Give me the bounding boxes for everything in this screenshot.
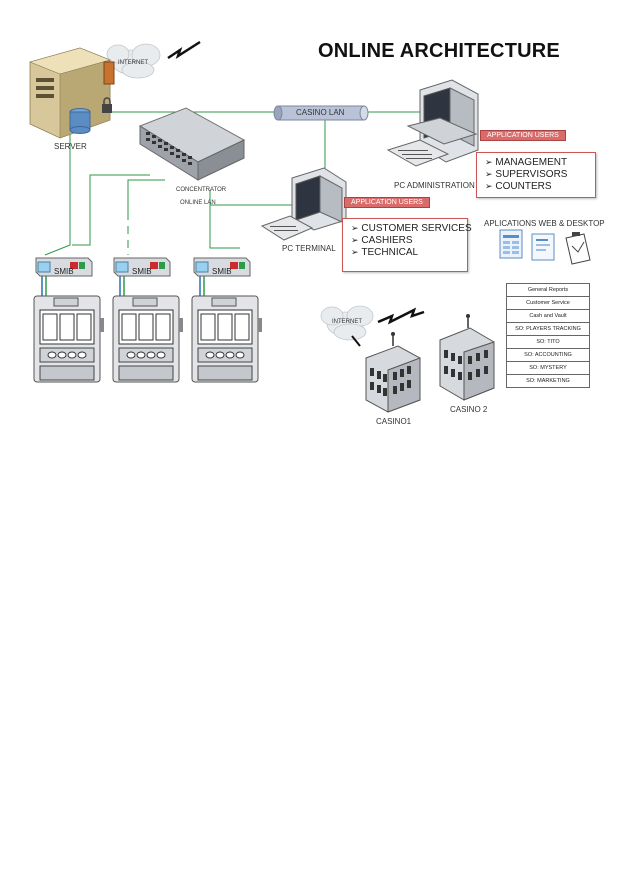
- smib-label: SMIB: [212, 267, 232, 276]
- concentrator-smib3-line: [209, 190, 240, 249]
- terminal-user-item: CUSTOMER SERVICES: [351, 223, 471, 235]
- pc-terminal-icon: [260, 167, 347, 241]
- concentrator-smib2-line: [127, 179, 165, 212]
- report-item: General Reports: [506, 283, 590, 297]
- admin-user-item: MANAGEMENT: [485, 157, 587, 169]
- concentrator-smib1-line: [72, 174, 150, 246]
- terminal-application-users-tab: APPLICATION USERS: [344, 197, 430, 208]
- casino1-label: CASINO1: [376, 417, 412, 426]
- report-item: SO: ACCOUNTING: [506, 349, 590, 362]
- report-item: SO: PLAYERS TRACKING: [506, 323, 590, 336]
- internet-bottom-label: INTERNET: [332, 319, 362, 325]
- terminal-user-item: TECHNICAL: [351, 247, 459, 259]
- clipboard-icon: [565, 232, 591, 265]
- reports-list: General Reports Customer Service Cash an…: [506, 283, 590, 388]
- admin-users-box: MANAGEMENT SUPERVISORS COUNTERS: [476, 152, 596, 198]
- concentrator-label: CONCENTRATOR: [176, 187, 227, 193]
- report-item: SO: TITO: [506, 336, 590, 349]
- spreadsheet-icon: [499, 229, 523, 259]
- pc-terminal-label: PC TERMINAL: [282, 244, 336, 253]
- slot-machines: [33, 295, 262, 383]
- casino2-label: CASINO 2: [450, 405, 488, 414]
- smib-icon: [193, 257, 251, 277]
- pc-administration-label: PC ADMINISTRATION: [394, 181, 475, 190]
- server-label: SERVER: [54, 142, 87, 151]
- concentrator-switch-icon: [138, 107, 246, 181]
- pc-administration-icon: [386, 79, 479, 167]
- server-smib-line: [44, 130, 71, 256]
- casino-lan-label: CASINO LAN: [296, 108, 345, 117]
- smib-label: SMIB: [54, 267, 74, 276]
- report-item: Cash and Vault: [506, 310, 590, 323]
- slot-machine-icon: [33, 295, 104, 383]
- terminal-users-box: CUSTOMER SERVICES CASHIERS TECHNICAL: [342, 218, 472, 272]
- terminal-user-item: CASHIERS: [351, 235, 459, 247]
- report-item: Customer Service: [506, 297, 590, 310]
- smib-devices: [35, 257, 251, 277]
- applications-title: APLICATIONS WEB & DESKTOP: [484, 219, 605, 228]
- applications-icons: [499, 229, 591, 265]
- casino-lan-pipe: [273, 105, 369, 121]
- report-item: SO: MARKETING: [506, 375, 590, 388]
- internet-cloud-icon: [106, 43, 161, 79]
- report-item: SO: MYSTERY: [506, 362, 590, 375]
- admin-application-users-tab: APPLICATION USERS: [480, 130, 566, 141]
- internet-casino-link: [351, 335, 361, 347]
- casino1-building-icon: [365, 332, 421, 413]
- smib-label: SMIB: [132, 267, 152, 276]
- slot-machine-icon: [191, 295, 262, 383]
- online-lan-label: ONLINE LAN: [180, 200, 216, 206]
- wireless-link-bottom-icon: [377, 307, 425, 325]
- admin-user-item: COUNTERS: [485, 181, 587, 193]
- smib-icon: [113, 257, 171, 277]
- wireless-link-icon: [167, 40, 201, 60]
- slot-machine-icon: [112, 295, 183, 383]
- internet-label: INTERNET: [118, 60, 148, 66]
- smib-icon: [35, 257, 93, 277]
- casino2-building-icon: [439, 314, 495, 401]
- document-icon: [531, 233, 555, 261]
- server-icon: [29, 47, 115, 139]
- internet-cloud-bottom-icon: [320, 305, 374, 341]
- admin-user-item: SUPERVISORS: [485, 169, 587, 181]
- page-title: ONLINE ARCHITECTURE: [318, 40, 560, 62]
